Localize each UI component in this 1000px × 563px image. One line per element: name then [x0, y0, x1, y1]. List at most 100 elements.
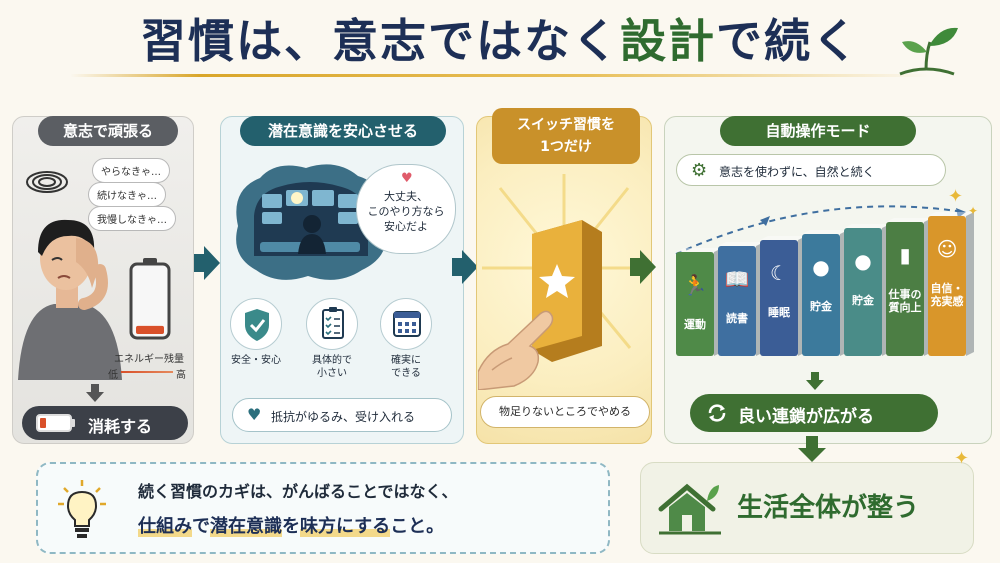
- title-part3: で続く: [716, 14, 860, 68]
- energy-scale-bar: [121, 371, 173, 373]
- stop-early-bubble: 物足りないところでやめる: [480, 396, 650, 428]
- habit-domino-2: 📖: [718, 242, 764, 356]
- feature-safe: 安全・安心: [226, 298, 286, 367]
- sparkle-icon: ✦: [954, 448, 970, 469]
- piggy-bank-icon: ●: [812, 255, 829, 279]
- arrow-right-icon: [630, 250, 656, 284]
- brain-control-room-icon: [236, 164, 387, 280]
- habit-domino-label-line1: 貯金: [810, 300, 832, 313]
- switch-header-line1: スイッチ習慣を: [517, 117, 615, 133]
- battery-empty-icon: [36, 414, 75, 432]
- title-part1: 習慣は、意志では: [140, 14, 524, 68]
- habit-domino-label-line2: 充実感: [930, 295, 964, 308]
- feature-concrete-label2: 小さい: [317, 368, 347, 379]
- chain-label: 良い連鎖が広がる: [738, 407, 874, 427]
- feature-concrete: 具体的で 小さい: [302, 298, 362, 380]
- key-text: を: [282, 516, 300, 537]
- habit-domino-1: 🏃: [676, 248, 722, 356]
- title-underline: [70, 74, 930, 77]
- smile-icon: ☺: [937, 237, 958, 261]
- habit-domino-3: ☾: [760, 236, 806, 356]
- gear-icon: ⚙: [691, 160, 708, 181]
- reassure-line3: 安心だよ: [384, 220, 428, 233]
- habit-domino-label-2: 読書: [718, 312, 756, 325]
- habit-domino-label-line2: 質向上: [888, 301, 922, 314]
- piggy-bank-icon: ●: [854, 249, 871, 273]
- feature-certain-label1: 確実に: [391, 355, 421, 366]
- key-message-box: 続く習慣のカギは、がんばることではなく、 仕組みで潜在意識を味方にすること。: [36, 462, 610, 554]
- reassure-bubble: ♥ 大丈夫、 このやり方なら 安心だよ: [356, 164, 456, 254]
- down-arrow-icon: [86, 384, 104, 402]
- thought-bubble-2: 続けなきゃ…: [88, 182, 166, 207]
- accept-result-badge: ♥ 抵抗がゆるみ、受け入れる: [232, 398, 452, 432]
- sparkle-icon: ✦: [968, 204, 979, 218]
- consume-result-badge: 消耗する: [22, 406, 188, 440]
- stress-swirl-icon: [26, 171, 68, 193]
- panel-willpower-header: 意志で頑張る: [38, 116, 178, 146]
- down-arrow-icon: [798, 436, 826, 462]
- panel-auto-mode-header: 自動操作モード: [720, 116, 916, 146]
- habit-domino-label-line1: 仕事の: [888, 288, 922, 301]
- shield-check-icon: [245, 309, 269, 341]
- key-message-line2: 仕組みで潜在意識を味方にすること。: [138, 512, 444, 538]
- feature-concrete-label1: 具体的で: [312, 355, 352, 366]
- habit-domino-label-line1: 睡眠: [768, 306, 790, 319]
- key-highlight-mechanism: 仕組み: [138, 516, 192, 537]
- reassure-line2: このやり方なら: [367, 205, 445, 218]
- running-icon: 🏃: [683, 273, 708, 297]
- arrow-right-icon: [452, 250, 478, 284]
- habit-domino-label-3: 睡眠: [760, 306, 798, 319]
- life-label: 生活全体が整う: [737, 493, 920, 523]
- thought-bubble-3: 我慢しなきゃ…: [88, 206, 176, 231]
- habit-domino-5: ●: [844, 224, 890, 356]
- key-text: こと。: [390, 516, 445, 537]
- calendar-icon: [393, 311, 421, 337]
- house-icon: [658, 483, 721, 535]
- sprout-icon: [899, 27, 958, 76]
- title-part2: なく: [524, 14, 620, 68]
- heart-icon: ♥: [401, 171, 413, 186]
- refresh-icon: [708, 404, 726, 422]
- habit-domino-label-line1: 読書: [726, 312, 748, 325]
- auto-mode-subtitle-label: 意志を使わずに、自然と続く: [719, 165, 875, 179]
- consume-label: 消耗する: [88, 417, 153, 436]
- key-text: で: [192, 516, 210, 537]
- battery-low-icon: [129, 258, 171, 340]
- life-result-box: 生活全体が整う: [640, 462, 974, 554]
- page-title: 習慣は、意志ではなく設計で続く: [0, 6, 1000, 76]
- checklist-icon: [322, 307, 344, 339]
- book-icon: 📖: [725, 267, 750, 291]
- panel-subconscious-header: 潜在意識を安心させる: [240, 116, 446, 146]
- key-highlight-subconscious: 潜在意識: [210, 516, 282, 537]
- panel-switch-habit-header: スイッチ習慣を 1つだけ: [492, 108, 640, 164]
- habit-domino-label-5: 貯金: [844, 294, 882, 307]
- accept-label: 抵抗がゆるみ、受け入れる: [271, 410, 416, 424]
- title-area: 習慣は、意志ではなく設計で続く: [0, 6, 1000, 84]
- down-arrow-icon: [806, 372, 824, 390]
- key-highlight-ally: 味方にする: [300, 516, 391, 537]
- bar-chart-icon: ▮: [899, 243, 910, 267]
- habit-domino-4: ●: [802, 230, 848, 356]
- title-accent: 設計: [620, 14, 716, 68]
- pointing-hand-icon: [478, 310, 554, 390]
- feature-certain-label2: できる: [391, 368, 421, 379]
- energy-low-label: 低: [108, 370, 118, 381]
- sparkle-icon: ✦: [948, 186, 964, 207]
- reassure-line1: 大丈夫、: [384, 190, 428, 203]
- habit-domino-label-line1: 運動: [684, 318, 706, 331]
- thought-bubble-1: やらなきゃ…: [92, 158, 170, 183]
- chain-result-badge: 良い連鎖が広がる: [690, 394, 938, 432]
- habit-domino-label-1: 運動: [676, 318, 714, 331]
- habit-dominos: 🏃 📖 ☾ ● ● ▮ ☺: [675, 205, 974, 356]
- feature-safe-label: 安全・安心: [231, 355, 281, 366]
- tired-person-icon: [18, 219, 122, 380]
- feature-certain: 確実に できる: [376, 298, 436, 380]
- energy-high-label: 高: [176, 370, 186, 381]
- heart-icon: ♥: [247, 405, 262, 424]
- switch-header-line2: 1つだけ: [540, 139, 592, 155]
- energy-label: エネルギー残量: [114, 354, 184, 365]
- arrow-right-icon: [194, 246, 220, 280]
- auto-mode-subtitle: ⚙ 意志を使わずに、自然と続く: [676, 154, 946, 186]
- moon-icon: ☾: [770, 261, 788, 285]
- habit-domino-label-line1: 自信・: [930, 282, 964, 295]
